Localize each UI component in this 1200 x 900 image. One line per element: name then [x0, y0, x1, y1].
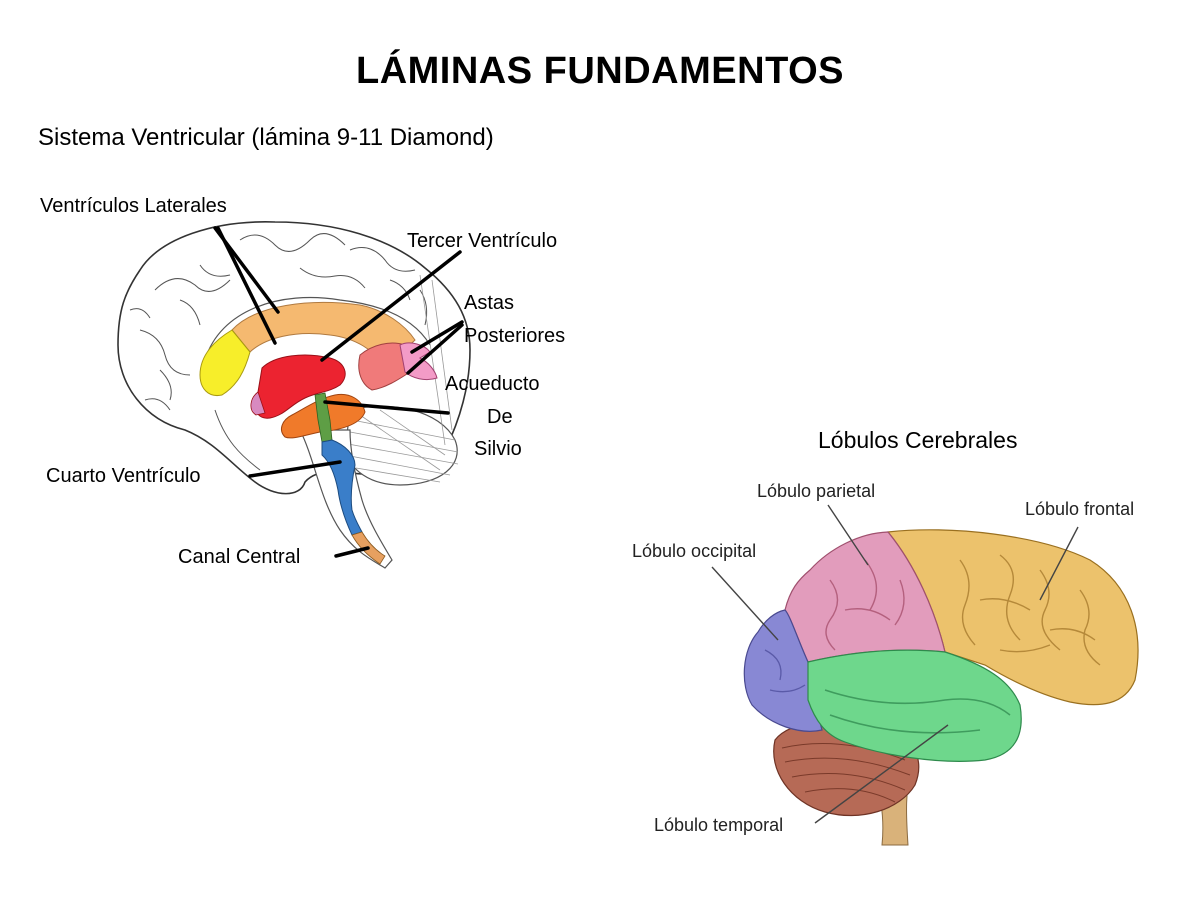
posterior-horn: [358, 342, 411, 391]
label-horns-line2: Posteriores: [464, 325, 566, 347]
occipital-sulci: [764, 649, 806, 693]
label-temporal-lobe: Lóbulo temporal: [654, 815, 784, 835]
page-subtitle: Sistema Ventricular (lámina 9-11 Diamond…: [38, 124, 494, 151]
lobe-leader-lines: [711, 504, 1079, 824]
third-ventricle: [254, 354, 346, 419]
lobes-section-title: Lóbulos Cerebrales: [818, 427, 1018, 453]
label-parietal-lobe: Lóbulo parietal: [757, 481, 876, 501]
frontal-sulci: [959, 554, 1101, 666]
label-occipital-lobe: Lóbulo occipital: [632, 541, 757, 561]
anterior-horn: [199, 329, 251, 397]
temporal-lobe: [807, 649, 1022, 762]
gyri-lines: [129, 233, 428, 411]
lateral-ventricle-body: [231, 301, 416, 369]
label-aqueduct-line3: Silvio: [474, 438, 522, 460]
label-aqueduct-line2: De: [487, 406, 513, 428]
label-frontal-lobe: Lóbulo frontal: [1025, 499, 1135, 519]
temporal-sulci: [824, 689, 1011, 734]
ventricle-leader-lines: [213, 226, 464, 558]
page-title: LÁMINAS FUNDAMENTOS: [355, 50, 844, 92]
label-aqueduct-line1: Acueducto: [445, 373, 540, 395]
label-third-ventricle: Tercer Ventrículo: [407, 230, 558, 252]
label-horns-line1: Astas: [464, 292, 515, 314]
label-lateral-ventricles: Ventrículos Laterales: [40, 195, 227, 217]
label-fourth-ventricle: Cuarto Ventrículo: [46, 465, 201, 487]
label-central-canal: Canal Central: [178, 546, 301, 568]
